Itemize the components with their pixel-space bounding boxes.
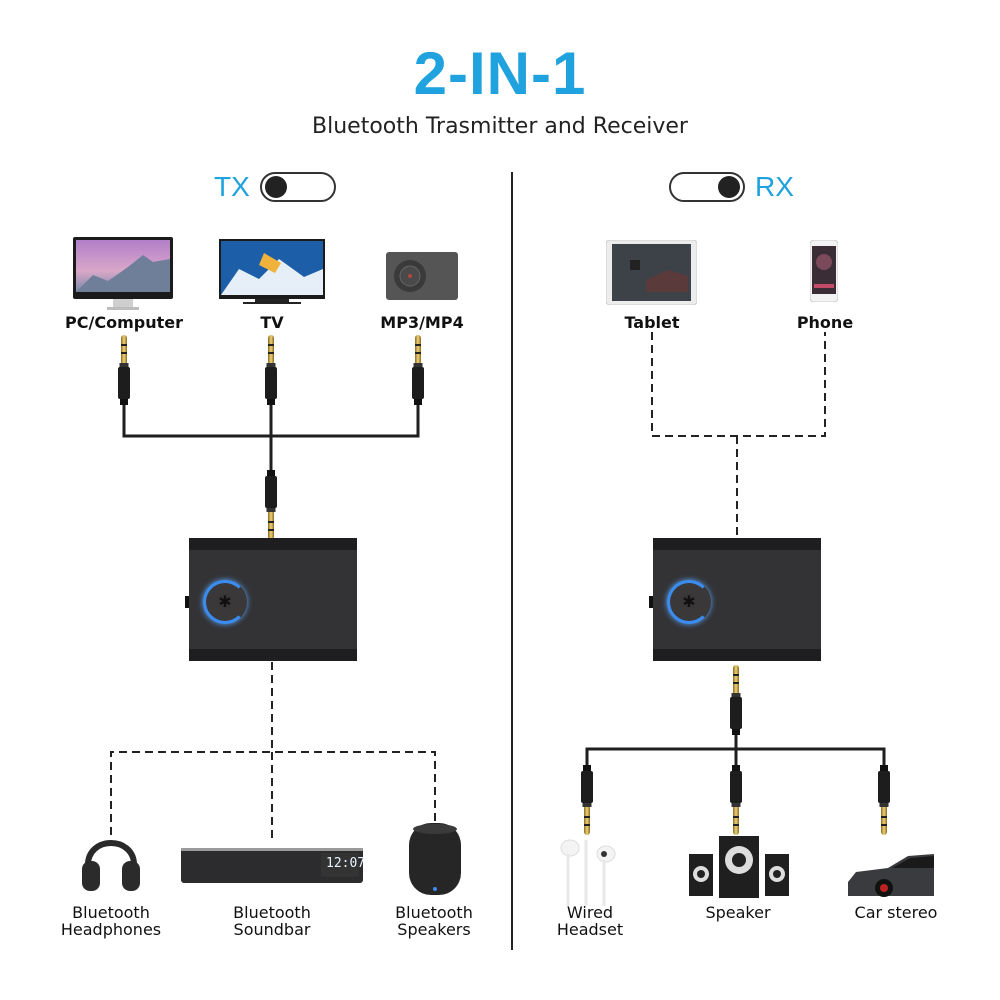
label-line1: Speaker	[705, 903, 771, 922]
label-line1: Bluetooth	[395, 903, 473, 922]
rx-plug-device	[730, 665, 742, 735]
tx-plug-pc	[118, 335, 130, 405]
label-line2: Speakers	[397, 920, 471, 939]
label-line2: Headset	[556, 920, 624, 939]
rx-power-button[interactable]: ✱	[667, 580, 711, 624]
rx-toggle[interactable]	[669, 172, 745, 202]
earphones-icon	[560, 839, 616, 906]
soundbar-icon	[181, 848, 363, 883]
output-label-wired-headset: Wired Headset	[530, 904, 650, 938]
label-line2: Soundbar	[233, 920, 311, 939]
tx-bluetooth-links	[110, 662, 436, 842]
output-label-headphones: Bluetooth Headphones	[51, 904, 171, 938]
rx-toggle-knob	[718, 176, 740, 198]
tx-plug-device	[265, 470, 277, 540]
speaker-icon	[409, 823, 461, 895]
tx-mode-label: TX	[214, 171, 250, 202]
rx-bluetooth-links	[651, 332, 826, 538]
mp3-player-icon	[386, 252, 458, 300]
output-label-speakers: Bluetooth Speakers	[374, 904, 494, 938]
rx-plug-headset	[581, 765, 593, 835]
speaker-system-icon	[689, 836, 789, 898]
source-label-tablet: Tablet	[624, 313, 680, 332]
tx-plug-tv	[265, 335, 277, 405]
rx-mode-label: RX	[755, 171, 794, 202]
source-label-phone: Phone	[796, 313, 854, 332]
label-line2: Headphones	[60, 920, 162, 939]
device-top-ridge	[189, 538, 357, 550]
bluetooth-icon: ✱	[218, 592, 232, 611]
tv-icon	[219, 239, 325, 304]
device-bottom-ridge	[189, 649, 357, 661]
label-line1: Bluetooth	[233, 903, 311, 922]
tx-aux-splitter-cable	[122, 402, 420, 470]
rx-plug-speaker	[730, 765, 742, 835]
device-bottom-ridge	[653, 649, 821, 661]
phone-icon	[810, 240, 838, 302]
tx-toggle[interactable]	[260, 172, 336, 202]
source-label-tv: TV	[260, 313, 284, 332]
car-icon	[848, 854, 934, 897]
tablet-icon	[606, 240, 697, 305]
label-line1: Car stereo	[854, 903, 938, 922]
monitor-icon	[73, 237, 173, 310]
soundbar-clock-display: 12:07	[326, 856, 366, 871]
device-top-ridge	[653, 538, 821, 550]
rx-plug-car	[878, 765, 890, 835]
output-label-soundbar: Bluetooth Soundbar	[212, 904, 332, 938]
label-line1: Wired	[566, 903, 614, 922]
headphones-icon	[82, 840, 140, 891]
tx-plug-mp3	[412, 335, 424, 405]
page-title: 2-IN-1	[413, 40, 587, 107]
source-label-pc: PC/Computer	[65, 313, 183, 332]
tx-toggle-knob	[265, 176, 287, 198]
source-label-mp3: MP3/MP4	[380, 313, 464, 332]
bluetooth-icon: ✱	[682, 592, 696, 611]
output-label-speaker: Speaker	[678, 904, 798, 921]
section-divider	[511, 172, 513, 950]
device-side-switch	[649, 596, 653, 608]
rx-bluetooth-device: ✱	[649, 538, 821, 661]
label-line1: Bluetooth	[72, 903, 150, 922]
device-side-switch	[185, 596, 189, 608]
page-subtitle: Bluetooth Trasmitter and Receiver	[312, 114, 688, 139]
tx-power-button[interactable]: ✱	[203, 580, 247, 624]
output-label-car-stereo: Car stereo	[836, 904, 956, 921]
tx-bluetooth-device: ✱	[185, 538, 357, 661]
